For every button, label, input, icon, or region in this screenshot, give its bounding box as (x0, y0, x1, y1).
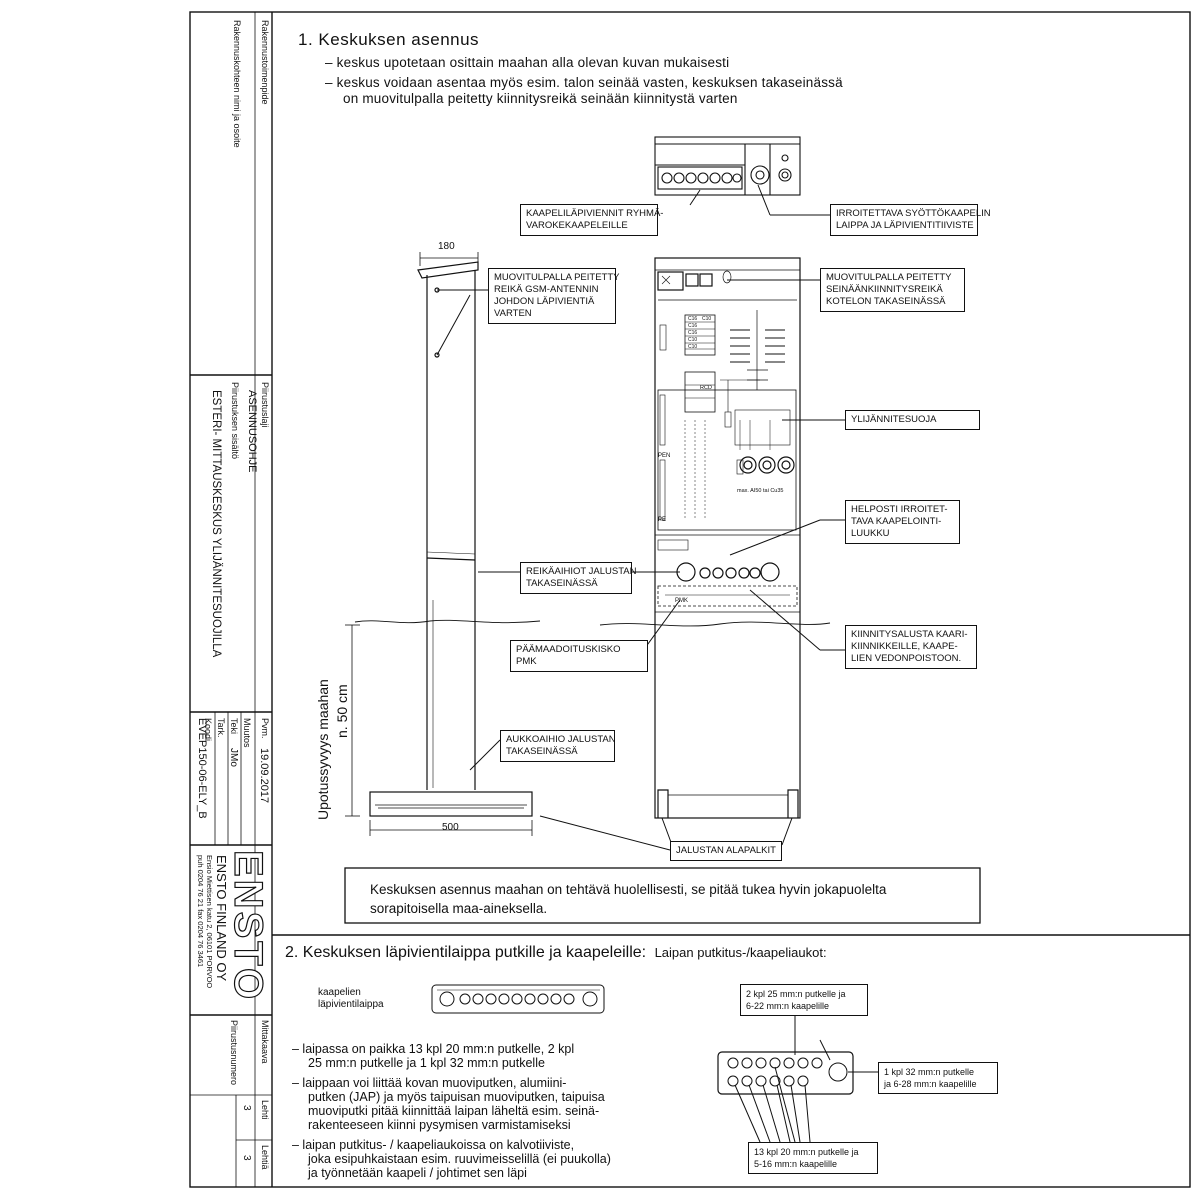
flange-label-2: läpivientilaippa (318, 999, 384, 1010)
section2-bullet3c: ja työnnetään kaapeli / johtimet sen läp… (308, 1166, 527, 1180)
breaker-label-5: C10 (688, 344, 698, 350)
callout-gsm-antenni: MUOVITULPALLA PEITETTY REIKÄ GSM-ANTENNI… (488, 268, 619, 324)
callout-20mm: 13 kpl 20 mm:n putkelle ja 5-16 mm:n kaa… (748, 1142, 878, 1174)
top-flange-view (654, 136, 801, 196)
callout-kaapelointiluukku: HELPOSTI IRROITET- TAVA KAAPELOINTI- LUU… (845, 500, 960, 544)
callout-aukkoaihio: AUKKOAIHIO JALUSTAN TAKASEINÄSSÄ (500, 730, 616, 762)
callout-25mm: 2 kpl 25 mm:n putkelle ja 6-22 mm:n kaap… (740, 984, 868, 1016)
section2-bullet1a: – laipassa on paikka 13 kpl 20 mm:n putk… (292, 1042, 575, 1056)
section1-bullet2a: – keskus voidaan asentaa myös esim. talo… (325, 75, 843, 90)
side-view (345, 252, 541, 836)
callout-jalustan-alapalkit: JALUSTAN ALAPALKIT (670, 841, 782, 861)
callout-kiinnitysalusta: KIINNITYSALUSTA KAARI- KIINNIKKEILLE, KA… (845, 625, 977, 669)
callout-seinaankiinnitys: MUOVITULPALLA PEITETTY SEINÄÄNKIINNITYSR… (820, 268, 965, 312)
pvm-value: 19.09.2017 (258, 748, 270, 804)
section2-bullet3b: joka esipuhkaistaan esim. ruuvimeisselil… (308, 1152, 611, 1166)
label-max-cable: max. AI50 tai Cu35 (737, 488, 784, 494)
field-lehti: Lehti (260, 1100, 270, 1120)
callout-irroitettava-laippa: IRROITETTAVA SYÖTTÖKAAPELIN LAIPPA JA LÄ… (830, 204, 991, 236)
section2-bullet3a: – laipan putkitus- / kaapeliaukoissa on … (292, 1138, 575, 1152)
breaker-label-6: C10 (702, 316, 712, 322)
flange-label-1: kaapelien (318, 987, 361, 998)
piirustuslaji-value: ASENNUSOHJE (246, 390, 258, 473)
field-pvm: Pvm. (260, 718, 270, 739)
field-muutos: Muutos (242, 718, 252, 748)
field-kohde: Rakennuskohteen nimi ja osoite (232, 20, 242, 148)
depth-label-1: Upotussyvyys maahan (315, 679, 331, 820)
section2-bullet1b: 25 mm:n putkelle ja 1 kpl 32 mm:n putkel… (308, 1056, 545, 1070)
section2-bullet2c: muoviputki pitää kiinnittää laipan lähel… (308, 1104, 600, 1118)
section2-bullet2b: putken (JAP) ja myös taipuisan muoviputk… (308, 1090, 605, 1104)
field-teki: Teki (229, 718, 239, 735)
callout-ylijannitesuoja: YLIJÄNNITESUOJA (845, 410, 980, 430)
callout-32mm: 1 kpl 32 mm:n putkelle ja 6-28 mm:n kaap… (878, 1062, 998, 1094)
installation-note: Keskuksen asennus maahan on tehtävä huol… (370, 882, 887, 916)
field-piirustusnumero: Piirustusnumero (229, 1020, 239, 1086)
drawing-frame (189, 11, 1191, 1188)
field-piirustuslaji: Piirustuslaji (260, 382, 270, 428)
company-phone: puh 0204 76 21 fax 0204 76 3461 (196, 855, 205, 968)
field-mittakaava: Mittakaava (260, 1020, 270, 1064)
koodi-value: EVEP150-06-ELY_B (196, 718, 208, 819)
breaker-label-4: C10 (688, 337, 698, 343)
dim-500: 500 (442, 822, 459, 833)
company-address: Ensio Miettisen katu 2, 06101 PORVOO (205, 855, 214, 989)
company-name: ENSTO FINLAND OY (214, 855, 229, 982)
teki-value: JMo (228, 748, 239, 767)
field-lehtia: Lehtiä (260, 1145, 270, 1170)
field-tark: Tark. (216, 718, 226, 738)
dim-180: 180 (438, 241, 455, 252)
section2-heading: 2. Keskuksen läpivientilaippa putkille j… (285, 944, 827, 962)
breaker-label-1: C16 (688, 316, 698, 322)
front-view (599, 257, 831, 819)
lehtia-value: 3 (241, 1155, 252, 1161)
label-pmk: PMK (675, 598, 689, 604)
depth-label-2: n. 50 cm (334, 684, 350, 738)
callout-kaapelilapiviennit: KAAPELILÄPIVIENNIT RYHMÄ- VAROKEKAAPELEI… (520, 204, 663, 236)
lehti-value: 3 (241, 1105, 252, 1111)
breaker-label-3: C16 (688, 330, 698, 336)
callout-reikaaihiot: REIKÄAIHIOT JALUSTAN TAKASEINÄSSÄ (520, 562, 637, 594)
section1-bullet2b: on muovitulpalla peitetty kiinnitysreikä… (343, 91, 738, 106)
section2-heading-sub: Laipan putkitus-/kaapeliaukot: (654, 945, 827, 960)
section2-heading-main: 2. Keskuksen läpivientilaippa putkille j… (285, 944, 647, 961)
section1-bullet1: – keskus upotetaan osittain maahan alla … (325, 55, 730, 70)
section1-heading: 1. Keskuksen asennus (298, 30, 480, 49)
section2-bullet2a: – laippaan voi liittää kovan muoviputken… (292, 1076, 567, 1090)
label-pen: PEN (658, 453, 671, 459)
sisalto-value: ESTERI- MITTAUSKESKUS YLIJÄNNITESUOJILLA (210, 390, 222, 658)
label-rcd: RCD (700, 385, 712, 391)
callout-paamaadoituskisko: PÄÄMAADOITUSKISKO PMK (510, 640, 648, 672)
section2-bullet2d: rakenteeseen kiinni pysymisen varmistami… (308, 1118, 571, 1132)
note-box (344, 867, 981, 924)
ensto-logo: ENSTO (225, 849, 270, 1003)
breaker-label-2: C16 (688, 323, 698, 329)
field-rakennustoimenpide: Rakennustoimenpide (260, 20, 270, 105)
label-pe: PE (658, 517, 667, 523)
field-sisalto: Piirustuksen sisältö (230, 382, 240, 460)
